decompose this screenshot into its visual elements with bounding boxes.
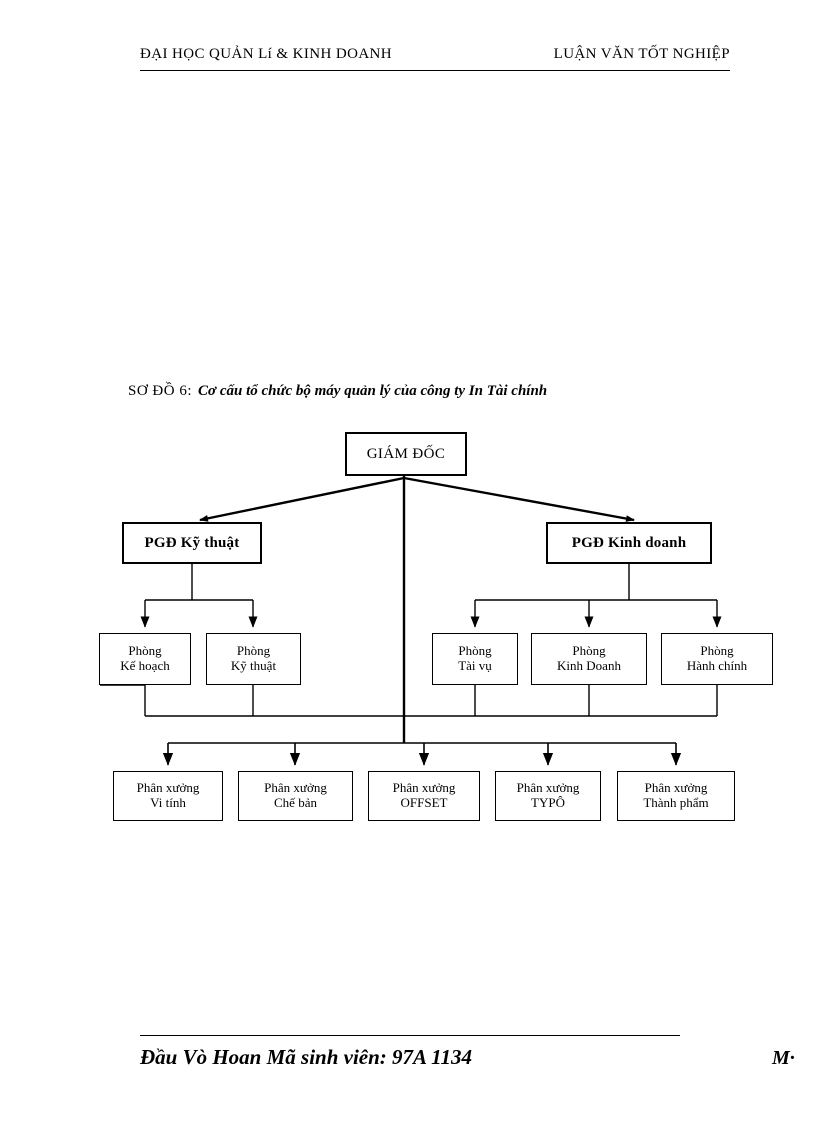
edge-ceo-to-deputies [199, 476, 635, 522]
org-node-label: Phòng Tài vụ [458, 643, 492, 673]
header-left-text: ĐẠI HỌC QUẢN Lí & KINH DOANH [140, 46, 393, 62]
org-node-phan-xuong-che-ban: Phân xưởng Chế bản [238, 771, 353, 821]
org-node-phong-kinh-doanh: Phòng Kinh Doanh [531, 633, 647, 685]
org-node-label: Phòng Hành chính [686, 643, 748, 673]
header-right-text: LUẬN VĂN TỐT NGHIỆP [553, 46, 730, 62]
org-node-label: Phân xưởng TYPÔ [516, 780, 580, 810]
org-node-pgd-kinh-doanh: PGĐ Kinh doanh [546, 522, 712, 564]
header-rule [140, 70, 730, 71]
footer-right-text: M· [772, 1047, 795, 1069]
org-node-label: Phòng Kỹ thuật [230, 643, 277, 673]
footer-student-info: Đầu Vò Hoan Mã sinh viên: 97A 1134 [140, 1045, 472, 1069]
org-node-label: Phòng Kinh Doanh [557, 643, 621, 673]
org-node-pgd-ky-thuat: PGĐ Kỹ thuật [122, 522, 262, 564]
org-node-giam-doc: GIÁM ĐỐC [345, 432, 467, 476]
edge-group-pgd-kd [470, 564, 722, 628]
caption-label: SƠ ĐỒ 6: [128, 383, 193, 399]
edge-ceo-pgd-kt [199, 476, 405, 522]
org-node-phan-xuong-thanh-pham: Phân xưởng Thành phẩm [617, 771, 735, 821]
org-node-phan-xuong-offset: Phân xưởng OFFSET [368, 771, 480, 821]
org-node-phan-xuong-typo: Phân xưởng TYPÔ [495, 771, 601, 821]
org-node-label: Phòng Kế hoạch [120, 643, 170, 673]
org-node-label: Phân xưởng Thành phẩm [643, 780, 709, 810]
page-header: ĐẠI HỌC QUẢN Lí & KINH DOANH LUẬN VĂN TỐ… [140, 46, 730, 72]
diagram-caption: SƠ ĐỒ 6: Cơ cấu tổ chức bộ máy quản lý củ… [128, 382, 547, 400]
org-node-label: PGĐ Kỹ thuật [144, 534, 240, 551]
org-node-phong-hanh-chinh: Phòng Hành chính [661, 633, 773, 685]
caption-title: Cơ cấu tổ chức bộ máy quản lý của công t… [198, 383, 548, 399]
org-node-phong-ky-thuat: Phòng Kỹ thuật [206, 633, 301, 685]
org-node-label: PGĐ Kinh doanh [571, 534, 687, 551]
org-node-label: Phân xưởng Chế bản [264, 780, 327, 810]
org-node-phong-ke-hoach: Phòng Kế hoạch [99, 633, 191, 685]
page-footer: Đầu Vò Hoan Mã sinh viên: 97A 1134 M· [140, 1035, 800, 1085]
edge-group-workshops [162, 742, 682, 766]
edge-group-pgd-kt [140, 564, 258, 628]
org-node-phan-xuong-vi-tinh: Phân xưởng Vi tính [113, 771, 223, 821]
edge-ceo-pgd-kd [403, 476, 635, 522]
org-node-label: Phân xưởng Vi tính [136, 780, 200, 810]
org-node-label: Phân xưởng OFFSET [392, 780, 456, 810]
dept-collector-rail [100, 684, 718, 717]
footer-rule [140, 1035, 680, 1036]
org-node-phong-tai-vu: Phòng Tài vụ [432, 633, 518, 685]
org-node-label: GIÁM ĐỐC [366, 445, 446, 462]
